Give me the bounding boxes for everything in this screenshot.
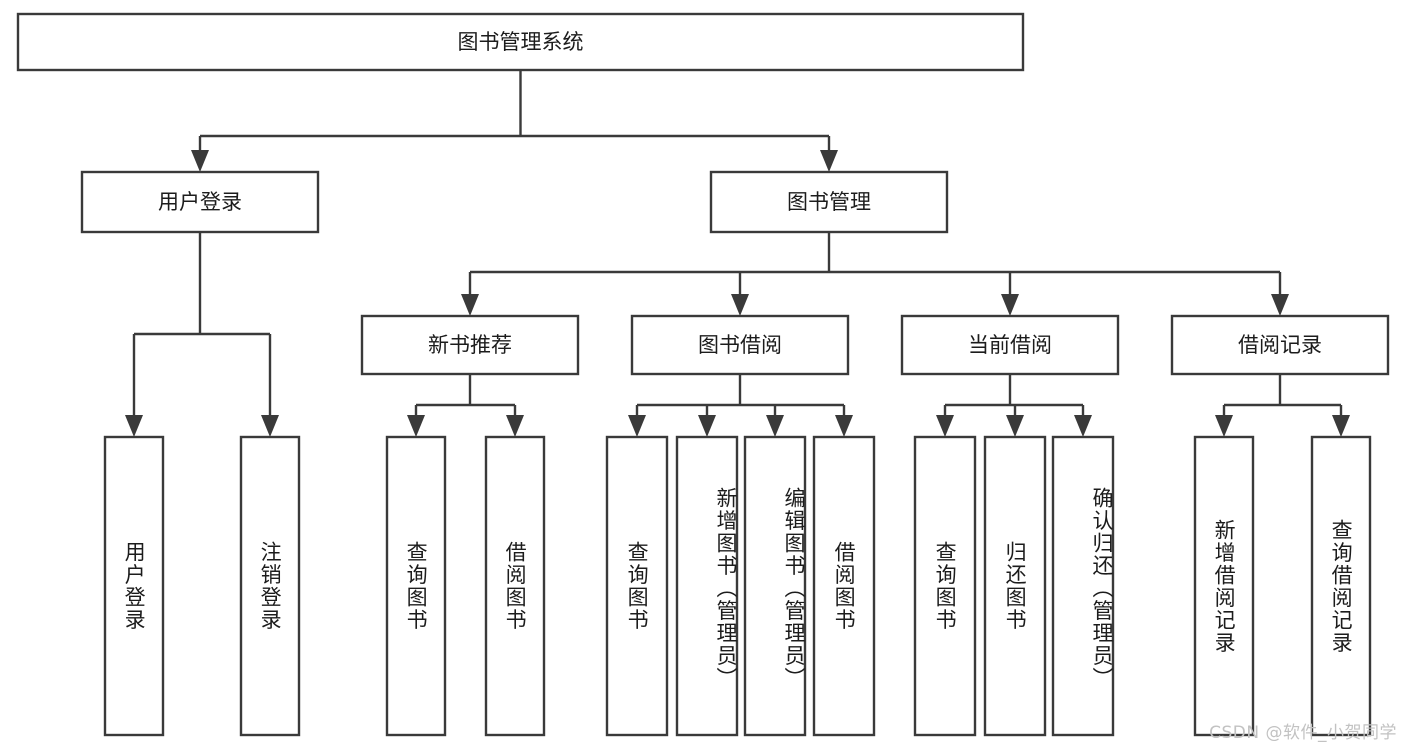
arrow-2-1 (731, 294, 749, 316)
node-e5bd92e8bf98e59bbee4b9a6-box (983, 435, 1047, 737)
node-e69fa5e8afa2e5809fe99885e8aeb0e5bd95-box (1310, 435, 1372, 737)
arrow-0-0 (191, 150, 209, 172)
node-e696b0e4b9a6e68ea8e88d90-box (360, 314, 580, 376)
arrow-3-0 (407, 415, 425, 437)
node-e59bbee4b9a6e7aea1e79086-box (709, 170, 949, 234)
arrow-0-1 (820, 150, 838, 172)
node-e5bd93e5898de5809fe99885-label: 当前借阅 (968, 333, 1052, 357)
arrow-5-2 (1074, 415, 1092, 437)
connectors-layer (125, 70, 1350, 437)
node-e5bd93e5898de5809fe99885-box (900, 314, 1120, 376)
arrow-4-2 (766, 415, 784, 437)
node-e59bbee4b9a6e5809fe99885-label: 图书借阅 (698, 333, 782, 357)
arrow-3-1 (506, 415, 524, 437)
arrow-4-0 (628, 415, 646, 437)
node-e696b0e4b9a6e68ea8e88d90-label: 新书推荐 (428, 333, 512, 357)
node-e696b0e5a29ee5809fe99885e8aeb0e5bd95-box (1193, 435, 1255, 737)
node-e5809fe99885e8aeb0e5bd95-label: 借阅记录 (1238, 333, 1322, 357)
arrow-2-2 (1001, 294, 1019, 316)
arrow-6-0 (1215, 415, 1233, 437)
node-e69fa5e8afa2e59bbee4b9a6-box (605, 435, 669, 737)
arrow-2-0 (461, 294, 479, 316)
arrow-6-1 (1332, 415, 1350, 437)
node-e7bc96e8be91e59bbee4b9a6efbc88e7aea1e79086e59198efbc89-box (743, 435, 807, 737)
arrow-2-3 (1271, 294, 1289, 316)
arrow-4-3 (835, 415, 853, 437)
node-e696b0e5a29ee59bbee4b9a6efbc88e7aea1e79086e59198efbc89-box (675, 435, 739, 737)
node-e5809fe99885e8aeb0e5bd95-box (1170, 314, 1390, 376)
node-e59bbee4b9a6e7aea1e79086e7b3bbe7bb9f-label: 图书管理系统 (458, 30, 584, 54)
node-e59bbee4b9a6e7aea1e79086-label: 图书管理 (787, 190, 871, 214)
arrow-1-1 (261, 415, 279, 437)
node-e69fa5e8afa2e59bbee4b9a6-box (913, 435, 977, 737)
arrow-5-0 (936, 415, 954, 437)
node-e794a8e688b7e799bbe5bd95-box (103, 435, 165, 737)
arrow-4-1 (698, 415, 716, 437)
node-e5809fe99885e59bbee4b9a6-box (484, 435, 546, 737)
node-e794a8e688b7e799bbe5bd95-label: 用户登录 (158, 190, 242, 214)
node-e6b3a8e99480e799bbe5bd95-box (239, 435, 301, 737)
csdn-watermark: CSDN @软件_小贺同学 (1209, 723, 1397, 743)
node-e5809fe99885e59bbee4b9a6-box (812, 435, 876, 737)
node-e59bbee4b9a6e5809fe99885-box (630, 314, 850, 376)
node-boxes-layer (16, 12, 1390, 737)
arrow-1-0 (125, 415, 143, 437)
node-e59bbee4b9a6e7aea1e79086e7b3bbe7bb9f-box (16, 12, 1025, 72)
node-e7a1aee8aea4e5bd92e8bf98efbc88e7aea1e79086e59198efbc89-box (1051, 435, 1115, 737)
arrow-5-1 (1006, 415, 1024, 437)
node-e794a8e688b7e799bbe5bd95-box (80, 170, 320, 234)
node-e69fa5e8afa2e59bbee4b9a6-box (385, 435, 447, 737)
